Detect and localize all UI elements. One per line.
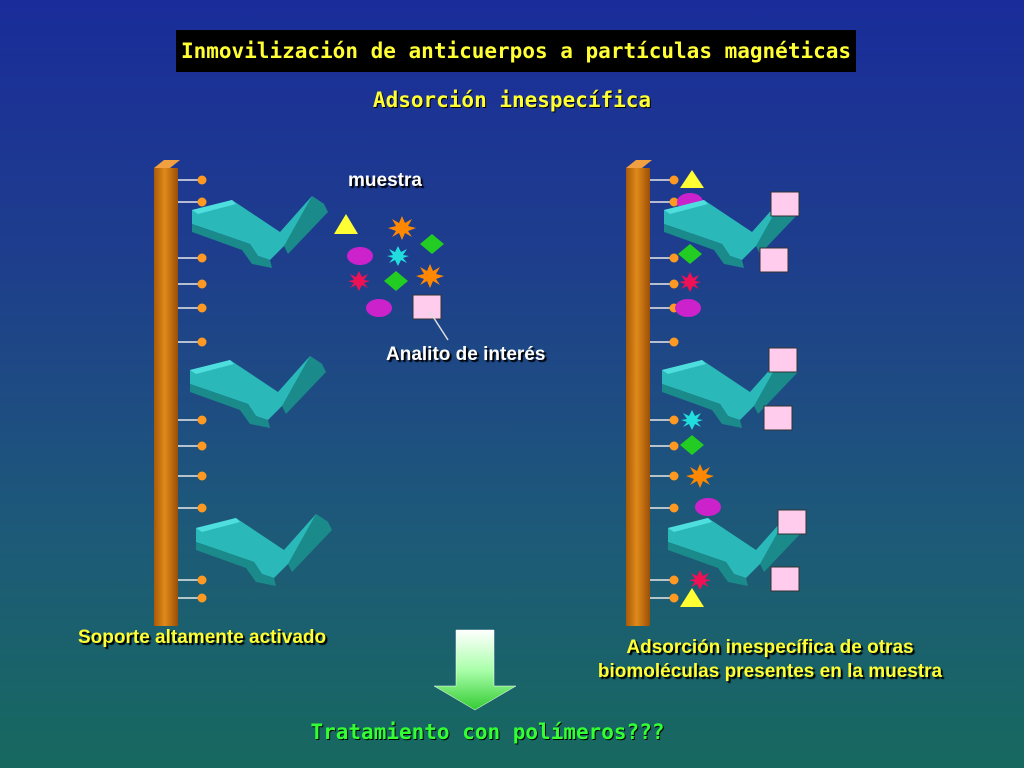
- ellipse-icon: [675, 299, 701, 317]
- slide-title: Inmovilización de anticuerpos a partícul…: [180, 39, 852, 63]
- title-box: Inmovilización de anticuerpos a partícul…: [176, 30, 856, 72]
- analyte-square-icon: [777, 509, 807, 535]
- diamond-icon: [678, 244, 702, 264]
- orange-burst-icon: [686, 464, 714, 488]
- analyte-square-icon: [763, 405, 793, 431]
- triangle-icon: [334, 214, 358, 234]
- adsorption-caption-line2: biomoléculas presentes en la muestra: [597, 661, 943, 682]
- adsorption-caption: Adsorción inespecífica de otras biomoléc…: [540, 636, 1000, 684]
- analyte-square-icon: [768, 347, 798, 373]
- analyte-pointer: [429, 311, 449, 341]
- right-support-bar: [626, 160, 652, 626]
- right-bound-analytes: [759, 191, 807, 592]
- cyan-burst-icon: [681, 410, 703, 430]
- ellipse-icon: [347, 247, 373, 265]
- red-burst-icon: [689, 570, 711, 590]
- cyan-burst-icon: [387, 246, 409, 266]
- triangle-icon: [680, 170, 704, 188]
- antibody-y-icon: [192, 196, 328, 268]
- sample-molecules: [334, 214, 449, 341]
- ellipse-icon: [366, 299, 392, 317]
- triangle-icon: [680, 588, 704, 607]
- antibody-y-icon: [196, 514, 332, 586]
- ellipse-icon: [695, 498, 721, 516]
- red-burst-icon: [348, 271, 370, 291]
- slide-subtitle: Adsorción inespecífica: [372, 88, 652, 112]
- orange-burst-icon: [416, 264, 444, 288]
- diamond-icon: [680, 435, 704, 455]
- orange-burst-icon: [388, 216, 416, 240]
- analyte-square-icon: [770, 566, 800, 592]
- analyte-square-icon: [412, 294, 442, 320]
- analyte-label: Analito de interés: [386, 344, 546, 365]
- analyte-square-icon: [759, 247, 789, 273]
- down-arrow-icon: [433, 629, 517, 711]
- adsorption-caption-line1: Adsorción inespecífica de otras: [626, 637, 914, 658]
- sample-label: muestra: [348, 170, 422, 191]
- left-support-bar: [154, 160, 180, 626]
- support-label: Soporte altamente activado: [78, 627, 327, 648]
- left-antibodies: [190, 196, 332, 586]
- red-burst-icon: [679, 272, 701, 292]
- diamond-icon: [384, 271, 408, 291]
- diamond-icon: [420, 234, 444, 254]
- treatment-label: Tratamiento con polímeros???: [310, 720, 665, 744]
- antibody-y-icon: [190, 356, 326, 428]
- analyte-square-icon: [770, 191, 800, 217]
